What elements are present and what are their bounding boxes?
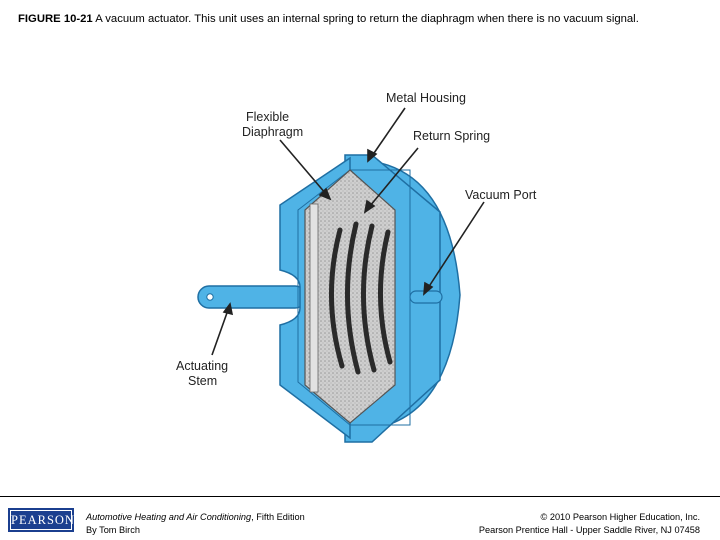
copyright-text: © 2010 Pearson Higher Education, Inc. <box>540 512 700 522</box>
label-metal-housing: Metal Housing <box>386 91 466 105</box>
caption-text: A vacuum actuator. This unit uses an int… <box>92 13 639 25</box>
label-return-spring: Return Spring <box>413 129 490 143</box>
book-credit: Automotive Heating and Air Conditioning,… <box>86 511 305 537</box>
footer-divider <box>0 496 720 497</box>
figure-caption: FIGURE 10-21 A vacuum actuator. This uni… <box>18 13 708 25</box>
figure-number: FIGURE 10-21 <box>18 13 93 25</box>
publisher-text: Pearson Prentice Hall - Upper Saddle Riv… <box>478 525 700 535</box>
book-edition: , Fifth Edition <box>251 512 305 522</box>
label-diaphragm: Diaphragm <box>242 125 303 139</box>
pearson-logo-text: PEARSON <box>10 510 74 530</box>
book-author: By Tom Birch <box>86 525 140 535</box>
leader-arrows <box>211 107 485 356</box>
label-vacuum-port: Vacuum Port <box>465 188 537 202</box>
pearson-logo: PEARSON <box>8 508 74 532</box>
vacuum-actuator-diagram: Metal Housing Flexible Diaphragm Return … <box>176 91 537 443</box>
label-actuating: Actuating <box>176 359 228 373</box>
copyright-block: © 2010 Pearson Higher Education, Inc. Pe… <box>479 511 700 537</box>
actuating-stem <box>197 285 307 309</box>
label-stem: Stem <box>188 374 217 388</box>
return-spring <box>329 221 393 375</box>
label-flexible: Flexible <box>246 110 289 124</box>
book-title: Automotive Heating and Air Conditioning <box>86 512 252 522</box>
